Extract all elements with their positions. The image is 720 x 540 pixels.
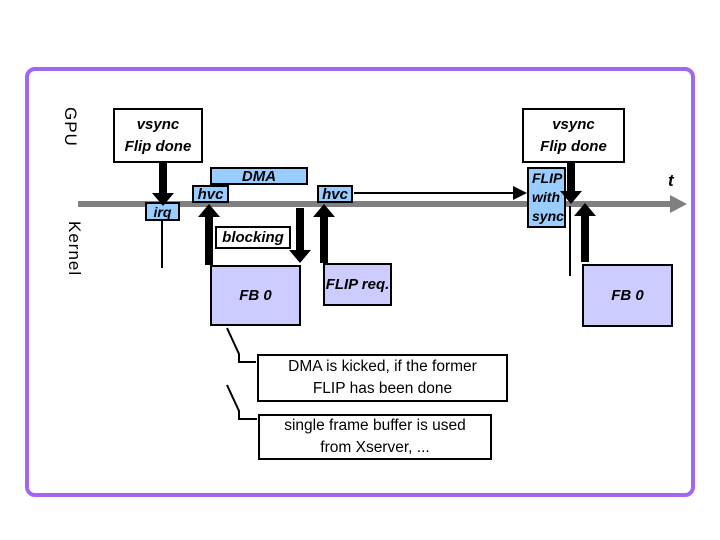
hvc-box-left: hvc bbox=[192, 185, 229, 203]
vsync-flip-done-box-left: vsync Flip done bbox=[113, 108, 203, 163]
blocking-box: blocking bbox=[215, 226, 291, 249]
vsync-flip-done-box-right: vsync Flip done bbox=[522, 108, 625, 163]
framebuffer0-box-right: FB 0 bbox=[582, 264, 673, 327]
irq-box: irq bbox=[145, 202, 180, 221]
note-single-framebuffer: single frame buffer is used from Xserver… bbox=[258, 414, 492, 460]
timeline-axis bbox=[78, 201, 670, 207]
kernel-lane-label: Kernel bbox=[65, 221, 84, 277]
dma-box: DMA bbox=[210, 167, 308, 185]
flip-request-box: FLIP req. bbox=[323, 263, 392, 306]
hvc-box-right: hvc bbox=[317, 185, 353, 203]
flip-with-sync-box: FLIP with sync bbox=[527, 167, 566, 228]
gpu-lane-label: GPU bbox=[61, 107, 80, 147]
time-axis-label: t bbox=[668, 171, 674, 190]
timeline-arrowhead-icon bbox=[670, 195, 687, 213]
note-dma-kicked: DMA is kicked, if the former FLIP has be… bbox=[257, 354, 508, 402]
framebuffer0-box-left: FB 0 bbox=[210, 265, 301, 326]
